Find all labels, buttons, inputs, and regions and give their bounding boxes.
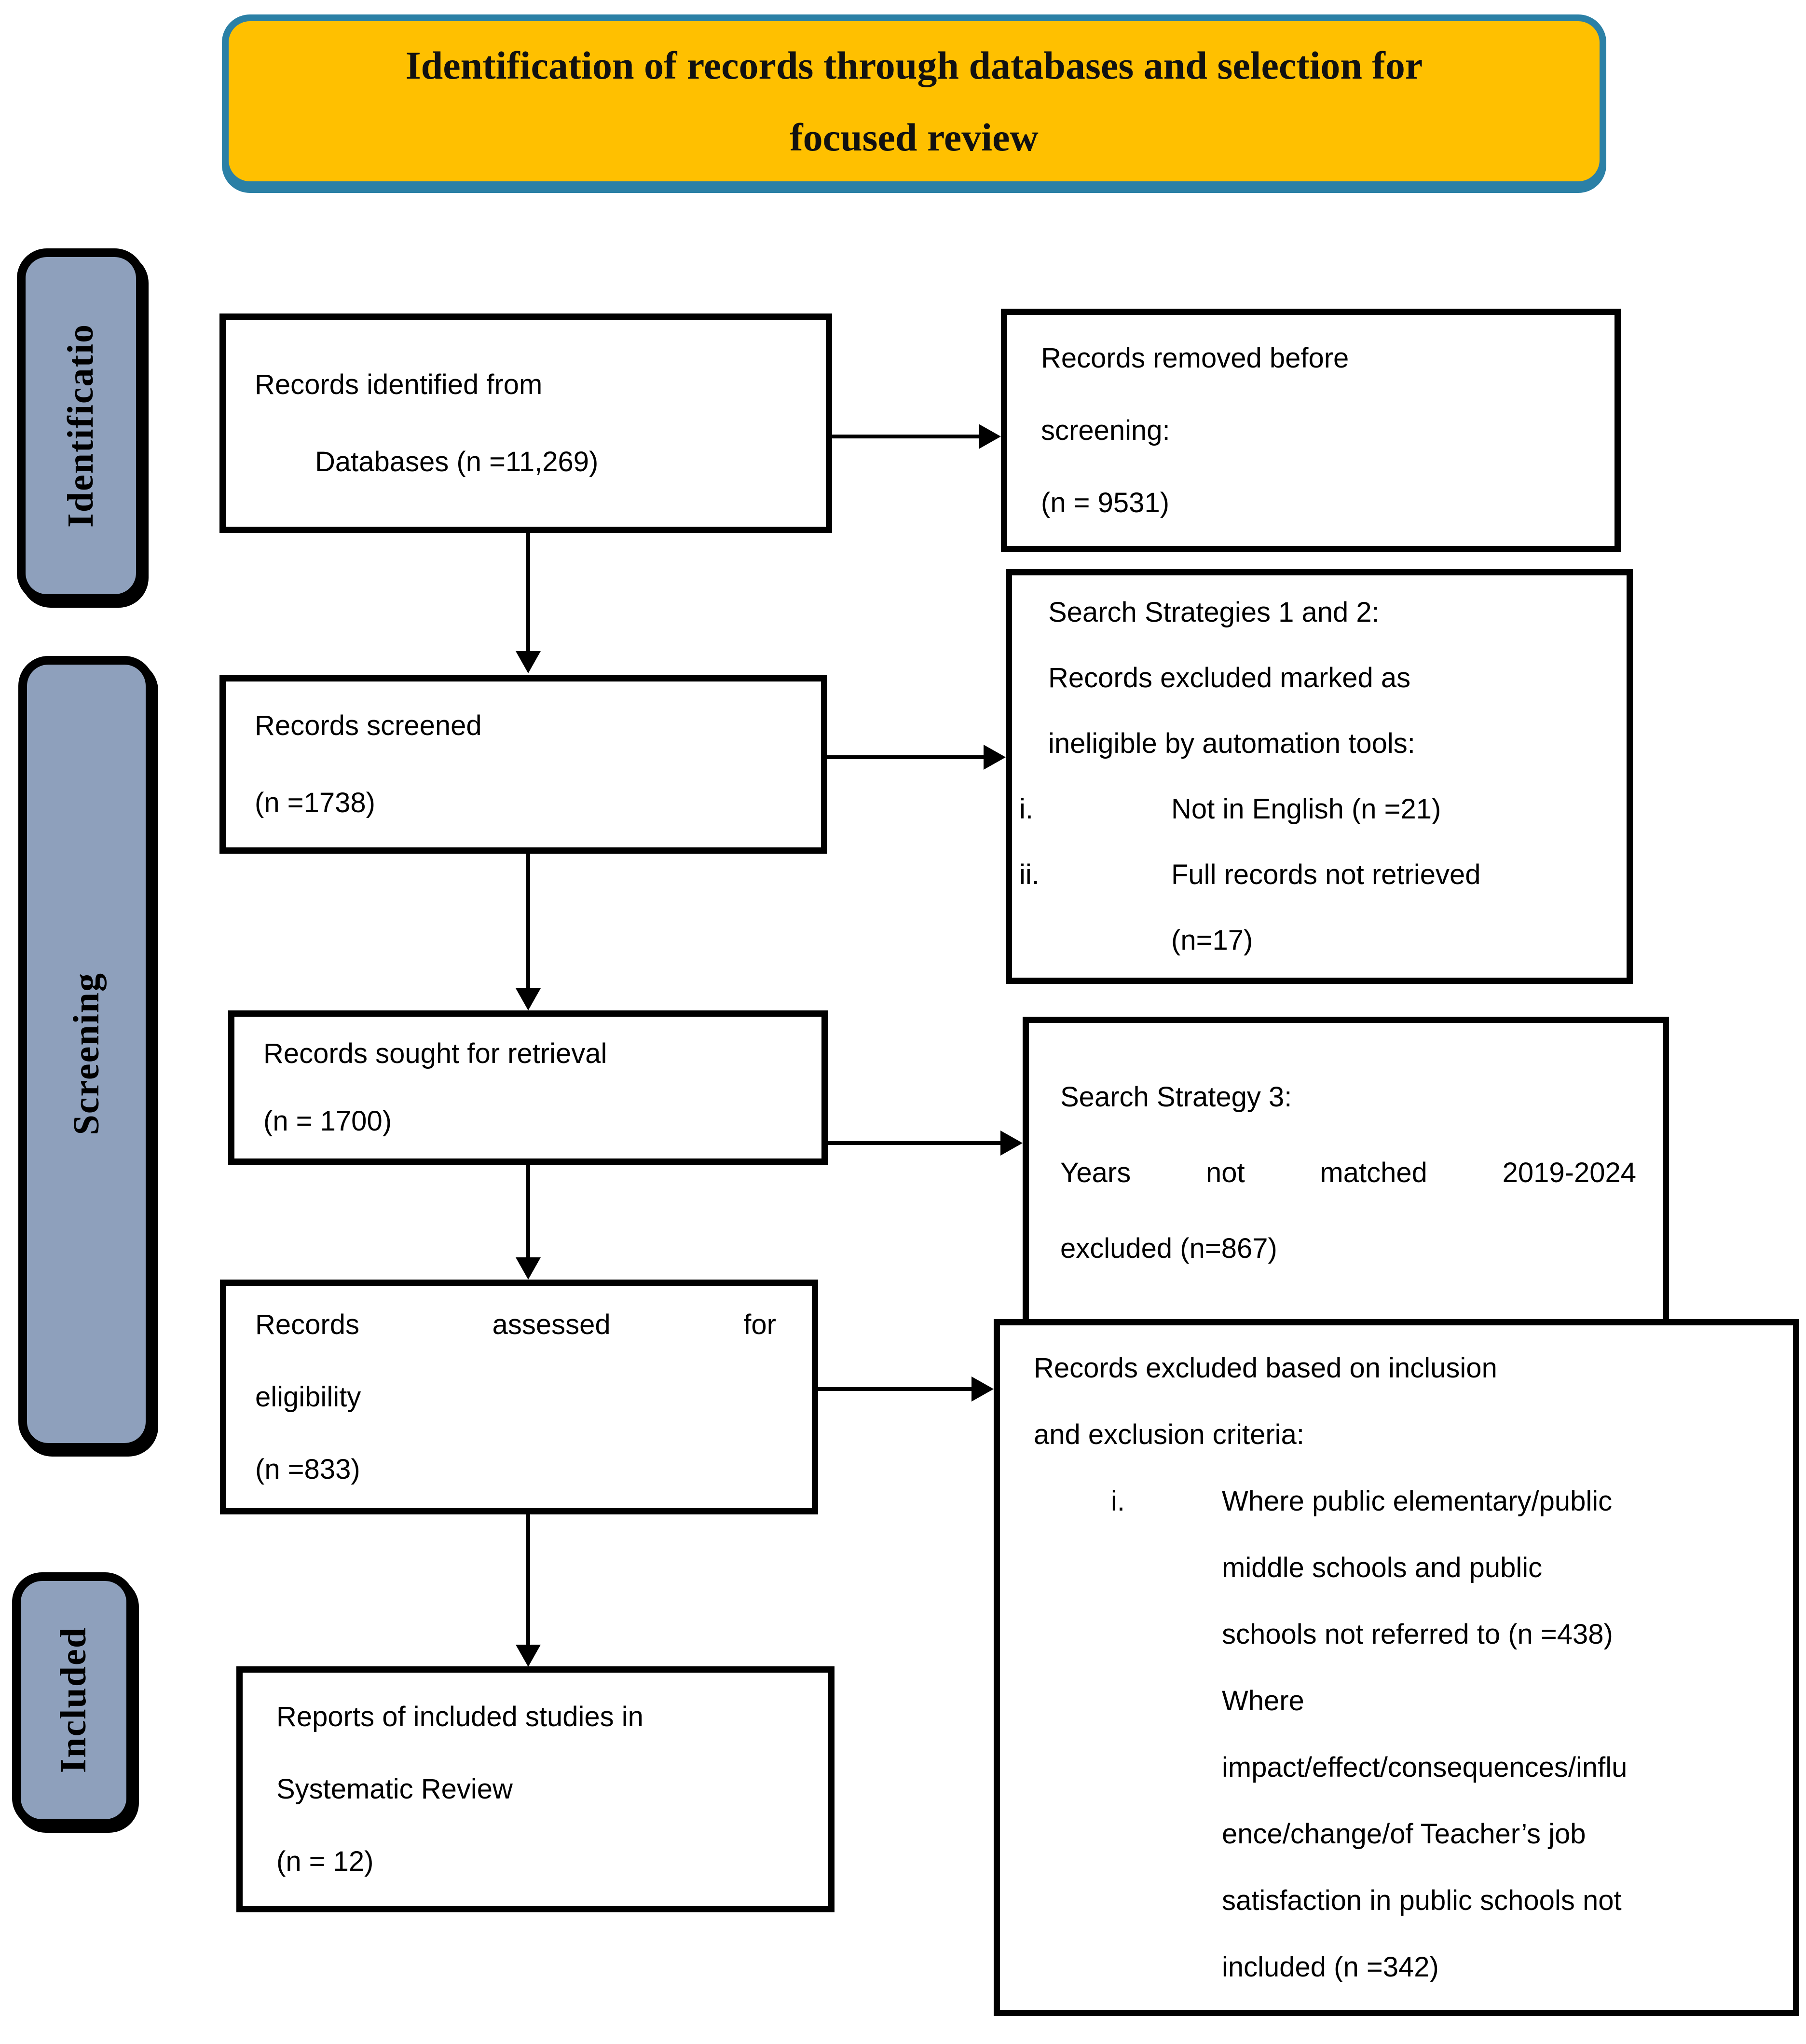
stage-label-screening: Screening bbox=[18, 656, 154, 1452]
criteria-item-1-line-5: impact/effect/consequences/influ bbox=[1222, 1752, 1628, 1783]
flow-box-records-identified: Records identified from Databases (n =11… bbox=[219, 313, 832, 533]
criteria-item-1-line-8: included (n =342) bbox=[1222, 1951, 1439, 1983]
arrow-retrieval-to-assessed-head bbox=[516, 1257, 541, 1280]
automation-item-2: ii. Full records not retrieved (n=17) bbox=[1012, 842, 1617, 973]
automation-intro-line-2: Records excluded marked as bbox=[1048, 662, 1411, 694]
arrow-assessed-to-criteria-head bbox=[971, 1376, 994, 1402]
records-assessed-line-3: (n =833) bbox=[255, 1453, 360, 1485]
arrow-identified-to-removed-line bbox=[832, 435, 979, 438]
automation-item-1-marker: i. bbox=[1019, 793, 1033, 825]
records-removed-line-2: screening: bbox=[1041, 414, 1170, 446]
records-sought-line-1: Records sought for retrieval bbox=[263, 1038, 607, 1069]
arrow-screened-to-automation-head bbox=[984, 745, 1006, 770]
stage-label-screening-text: Screening bbox=[66, 972, 107, 1135]
stage-label-included: Included bbox=[12, 1572, 135, 1828]
stage-label-included-text: Included bbox=[53, 1627, 94, 1773]
automation-intro-line-1: Search Strategies 1 and 2: bbox=[1048, 597, 1380, 628]
exclusion-box-records-removed: Records removed before screening: (n = 9… bbox=[1001, 309, 1621, 552]
records-sought-line-2: (n = 1700) bbox=[263, 1105, 392, 1137]
automation-item-2-line-2: (n=17) bbox=[1171, 925, 1253, 956]
included-reports-line-1: Reports of included studies in bbox=[276, 1701, 643, 1732]
automation-item-1: i. Not in English (n =21) bbox=[1012, 777, 1617, 842]
criteria-intro-line-2: and exclusion criteria: bbox=[1034, 1419, 1304, 1450]
title-line-2: focused review bbox=[790, 115, 1039, 159]
automation-item-1-text: Not in English (n =21) bbox=[1171, 793, 1441, 825]
arrow-screened-to-automation-line bbox=[827, 755, 984, 759]
criteria-intro-line-1: Records excluded based on inclusion bbox=[1034, 1352, 1497, 1384]
records-identified-line-2: Databases (n =11,269) bbox=[315, 446, 599, 477]
automation-item-2-line-1: Full records not retrieved bbox=[1171, 859, 1481, 890]
criteria-item-1-line-7: satisfaction in public schools not bbox=[1222, 1885, 1622, 1916]
exclusion-box-criteria: Records excluded based on inclusion and … bbox=[994, 1319, 1799, 2016]
records-screened-line-1: Records screened bbox=[255, 710, 482, 741]
automation-intro-line-3: ineligible by automation tools: bbox=[1048, 728, 1415, 759]
criteria-item-1-line-3: schools not referred to (n =438) bbox=[1222, 1619, 1613, 1650]
stage-label-identification-text: Identificatio bbox=[60, 324, 101, 528]
arrow-assessed-to-included-head bbox=[516, 1645, 541, 1667]
arrow-screened-to-retrieval-head bbox=[516, 988, 541, 1010]
arrow-assessed-to-criteria-line bbox=[818, 1387, 971, 1391]
criteria-item-1-text: Where public elementary/public middle sc… bbox=[1222, 1468, 1771, 2001]
arrow-retrieval-to-years-head bbox=[1000, 1131, 1023, 1156]
years-line-3: excluded (n=867) bbox=[1060, 1233, 1277, 1264]
arrow-assessed-to-included-line bbox=[526, 1514, 530, 1645]
years-line-1: Search Strategy 3: bbox=[1060, 1081, 1292, 1113]
included-reports-line-3: (n = 12) bbox=[276, 1846, 374, 1877]
arrow-identified-to-screened-line bbox=[526, 533, 530, 651]
title-banner: Identification of records through databa… bbox=[222, 14, 1606, 188]
criteria-item-1-line-2: middle schools and public bbox=[1222, 1552, 1543, 1583]
records-identified-line-1: Records identified from bbox=[255, 368, 543, 400]
criteria-item-1-line-1: Where public elementary/public bbox=[1222, 1485, 1613, 1517]
criteria-item-1-marker: i. bbox=[1111, 1485, 1125, 1517]
criteria-item-1-line-4: Where bbox=[1222, 1685, 1304, 1717]
flow-box-records-screened: Records screened (n =1738) bbox=[219, 675, 827, 854]
flow-box-included-reports: Reports of included studies in Systemati… bbox=[236, 1666, 835, 1912]
automation-item-2-marker: ii. bbox=[1019, 859, 1040, 890]
arrow-identified-to-screened-head bbox=[516, 651, 541, 673]
arrow-screened-to-retrieval-line bbox=[526, 854, 530, 989]
criteria-item-1-line-6: ence/change/of Teacher’s job bbox=[1222, 1818, 1586, 1850]
arrow-retrieval-to-years-line bbox=[828, 1141, 1000, 1145]
title-line-1: Identification of records through databa… bbox=[405, 43, 1423, 87]
years-line-2: Years not matched 2019-2024 bbox=[1060, 1157, 1636, 1188]
records-removed-line-1: Records removed before bbox=[1041, 342, 1349, 374]
records-assessed-line-2: eligibility bbox=[255, 1381, 361, 1413]
included-reports-line-2: Systematic Review bbox=[276, 1773, 513, 1805]
arrow-retrieval-to-assessed-line bbox=[526, 1165, 530, 1257]
arrow-identified-to-removed-head bbox=[979, 424, 1001, 449]
stage-label-identification: Identificatio bbox=[17, 248, 145, 603]
records-screened-line-2: (n =1738) bbox=[255, 787, 375, 818]
criteria-item-1: i. Where public elementary/public middle… bbox=[1000, 1468, 1771, 2001]
flow-box-records-assessed: Records assessed for eligibility (n =833… bbox=[220, 1280, 818, 1514]
exclusion-box-automation-tools: Search Strategies 1 and 2: Records exclu… bbox=[1006, 569, 1633, 984]
flow-box-records-sought: Records sought for retrieval (n = 1700) bbox=[228, 1010, 828, 1165]
automation-item-2-text: Full records not retrieved (n=17) bbox=[1171, 842, 1617, 973]
records-assessed-line-1: Records assessed for bbox=[255, 1308, 776, 1340]
records-removed-line-3: (n = 9531) bbox=[1041, 487, 1170, 518]
